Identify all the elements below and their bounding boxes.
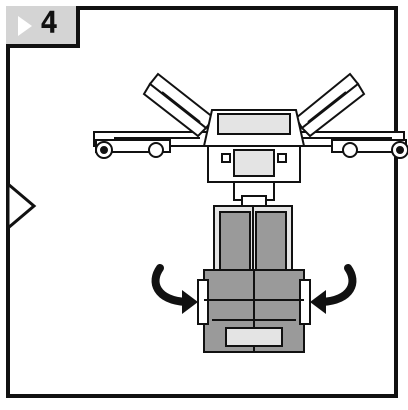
step-number: 4 [40, 6, 59, 41]
left-door [142, 72, 216, 138]
left-rotate-arrow [151, 264, 198, 314]
right-rotate-arrow [310, 264, 357, 314]
play-triangle-icon [18, 16, 32, 36]
right-door [294, 72, 366, 138]
legs-upper [213, 205, 293, 277]
step-badge: 4 [6, 6, 80, 48]
left-arm [93, 131, 209, 159]
instruction-panel [6, 6, 398, 398]
side-notch-arrow [6, 182, 37, 232]
chest [202, 109, 306, 183]
right-arm [289, 131, 408, 159]
legs-lower [197, 269, 311, 353]
